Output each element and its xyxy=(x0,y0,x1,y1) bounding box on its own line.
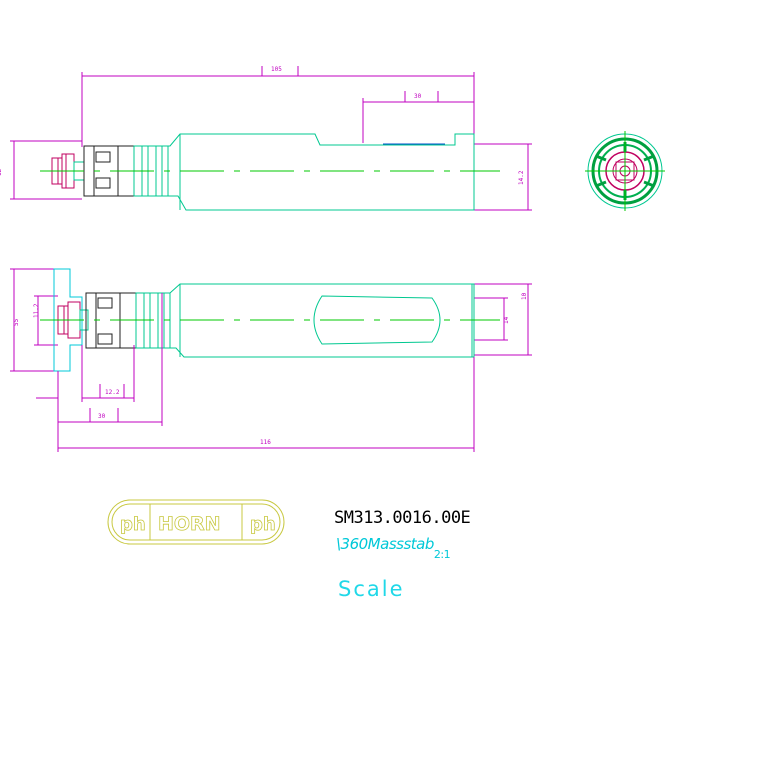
part-number: SM313.0016.00E xyxy=(334,508,471,528)
front-slot xyxy=(313,295,441,345)
scale-word: Scale xyxy=(338,577,405,601)
dim-front-right xyxy=(474,283,532,356)
dim-front-outer xyxy=(10,268,58,372)
dim-top-overall xyxy=(81,66,475,147)
dim-top-right-section-value: 30 xyxy=(414,93,422,100)
logo-left-mark: ph xyxy=(120,514,146,535)
scale-note-line: \360Massstab2:1 xyxy=(336,535,451,561)
dim-top-right-height xyxy=(474,143,532,211)
dim-top-left-height-value: 12 xyxy=(0,168,3,176)
logo-brand: HORN xyxy=(158,513,221,535)
dim-front-bottom xyxy=(36,293,475,452)
end-view xyxy=(585,131,665,211)
dim-front-bottom-small-value: 12.2 xyxy=(105,389,120,396)
front-view: 55 11.2 10 14 xyxy=(10,268,532,452)
dim-front-right-a-value: 10 xyxy=(521,292,528,300)
dim-front-bottom-mid-value: 30 xyxy=(98,413,106,420)
horn-logo: ph HORN ph xyxy=(107,499,285,545)
dim-front-bottom-overall-value: 116 xyxy=(260,439,271,446)
top-view: 105 30 12 14.2 xyxy=(0,66,532,211)
dim-front-right-b-value: 14 xyxy=(503,316,510,324)
top-body-outline xyxy=(161,133,475,211)
logo-right-mark: ph xyxy=(250,514,276,535)
scale-ratio: 2:1 xyxy=(433,548,451,561)
dim-top-overall-value: 105 xyxy=(271,66,282,73)
dim-front-left-height-value: 11.2 xyxy=(33,303,40,318)
dim-top-left-height xyxy=(10,140,82,200)
dim-top-right-height-value: 14.2 xyxy=(518,170,525,185)
dim-top-right-section xyxy=(362,91,474,143)
scale-note: \360Massstab xyxy=(336,535,434,553)
dim-front-outer-value: 55 xyxy=(13,318,20,326)
